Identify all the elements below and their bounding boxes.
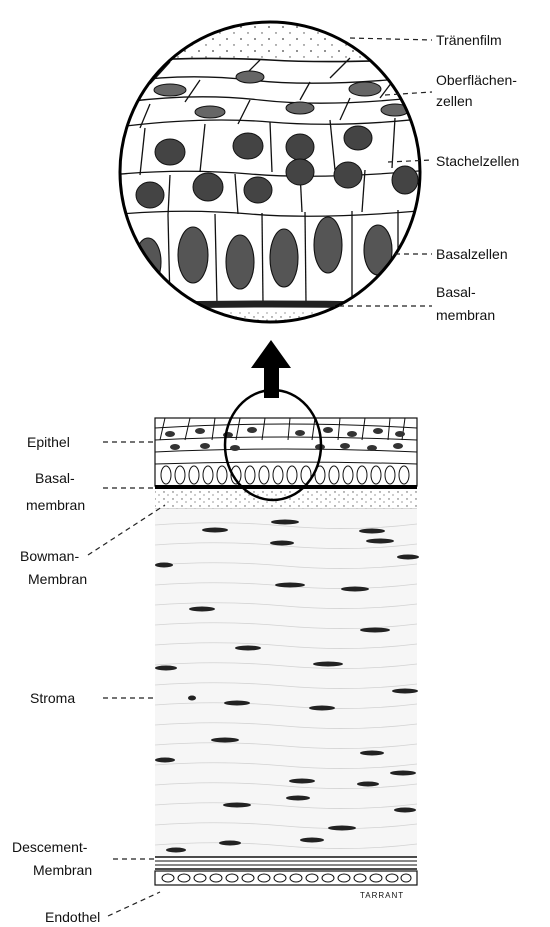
label-descemet-line1: Descement-	[12, 839, 88, 855]
magnified-epithelium	[110, 20, 430, 332]
label-stroma: Stroma	[30, 690, 75, 706]
basement-membrane-line	[155, 485, 417, 489]
descemet-membrane	[155, 857, 417, 869]
label-basal-cells: Basalzellen	[436, 246, 508, 262]
label-endothelium: Endothel	[45, 909, 100, 925]
label-descemet-line2: Membran	[33, 862, 92, 878]
bottom-leader-lines	[88, 442, 165, 916]
label-epithelium: Epithel	[27, 434, 70, 450]
label-wing-cells: Stachelzellen	[436, 153, 519, 169]
artist-signature: TARRANT	[360, 891, 404, 900]
tear-film-layer	[110, 20, 430, 62]
label-surface-cells-line1: Oberflächen-	[436, 72, 517, 88]
label-bowman-line2: Membran	[28, 571, 87, 587]
label-basement-membrane-top-line2: membran	[436, 307, 495, 323]
label-basement-membrane-line2: membran	[26, 497, 85, 513]
label-basement-membrane-top-line1: Basal-	[436, 284, 476, 300]
label-surface-cells-line2: zellen	[436, 93, 473, 109]
label-basement-membrane-line1: Basal-	[35, 470, 75, 486]
label-tear-film: Tränenfilm	[436, 32, 502, 48]
cornea-cross-section: TARRANT	[155, 418, 419, 900]
label-bowman-line1: Bowman-	[20, 548, 79, 564]
